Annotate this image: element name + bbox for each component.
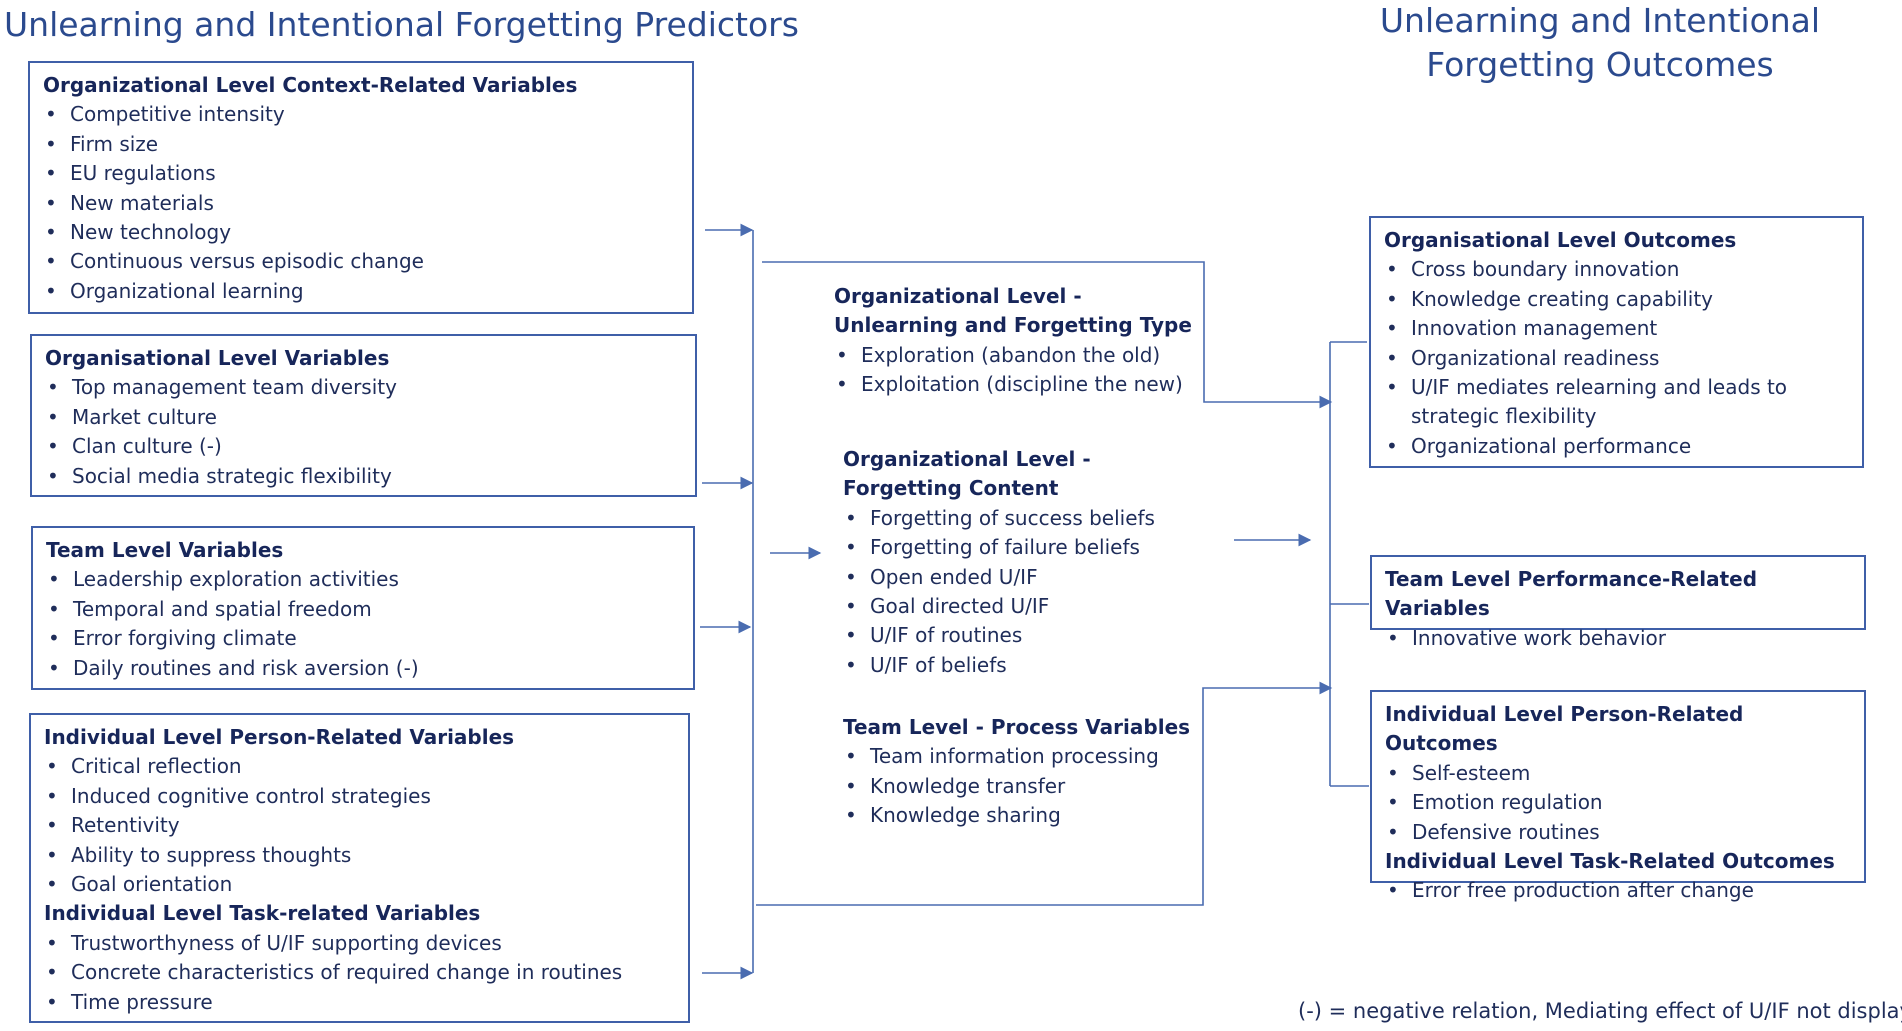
list-item: Induced cognitive control strategies (44, 782, 678, 812)
footnote: (-) = negative relation, Mediating effec… (1298, 999, 1902, 1023)
person-outcomes-list: Self-esteemEmotion regulationDefensive r… (1385, 759, 1854, 848)
list-item: Exploitation (discipline the new) (834, 370, 1204, 400)
forgetting-content-block: Organizational Level - Forgetting Conten… (843, 445, 1203, 681)
list-item: Competitive intensity (43, 100, 682, 130)
list-item: Exploration (abandon the old) (834, 341, 1204, 371)
forgetting-content-list: Forgetting of success beliefsForgetting … (843, 504, 1203, 681)
organisational-outcomes-list: Cross boundary innovationKnowledge creat… (1384, 255, 1852, 461)
list-item: Concrete characteristics of required cha… (44, 958, 678, 988)
block-title: Organizational Level - Forgetting Conten… (843, 447, 1091, 501)
unlearning-type-list: Exploration (abandon the old)Exploitatio… (834, 341, 1204, 400)
list-item: Emotion regulation (1385, 788, 1854, 818)
team-outcomes-list: Innovative work behavior (1385, 624, 1854, 654)
list-item: Organizational performance (1384, 432, 1852, 462)
list-item: Continuous versus episodic change (43, 247, 682, 277)
task-variables-list: Trustworthyness of U/IF supporting devic… (44, 929, 678, 1018)
list-item: Knowledge transfer (843, 772, 1203, 802)
list-item: Cross boundary innovation (1384, 255, 1852, 285)
box-title: Organizational Level Context-Related Var… (43, 73, 578, 97)
list-item: Defensive routines (1385, 818, 1854, 848)
list-item: Knowledge sharing (843, 801, 1203, 831)
context-variables-list: Competitive intensityFirm sizeEU regulat… (43, 100, 682, 306)
list-item: Innovation management (1384, 314, 1852, 344)
process-variables-block: Team Level - Process Variables Team info… (843, 713, 1203, 831)
box-title: Team Level Variables (46, 538, 284, 562)
list-item: Top management team diversity (45, 373, 685, 403)
predictors-heading: Unlearning and Intentional Forgetting Pr… (4, 5, 799, 44)
list-item: Clan culture (-) (45, 432, 685, 462)
block-title: Team Level - Process Variables (843, 715, 1191, 739)
context-variables-box: Organizational Level Context-Related Var… (28, 61, 694, 314)
team-outcomes-box: Team Level Performance-Related Variables… (1370, 555, 1866, 654)
team-variables-list: Leadership exploration activitiesTempora… (46, 565, 683, 683)
person-variables-list: Critical reflectionInduced cognitive con… (44, 752, 678, 899)
list-item: U/IF mediates relearning and leads to st… (1384, 373, 1852, 432)
organisational-variables-box: Organisational Level Variables Top manag… (30, 334, 697, 497)
list-item: Time pressure (44, 988, 678, 1018)
block-title: Organizational Level - Unlearning and Fo… (834, 284, 1192, 338)
box-title: Organisational Level Outcomes (1384, 228, 1737, 252)
middle-top-connector (762, 261, 1333, 409)
list-item: Knowledge creating capability (1384, 285, 1852, 315)
list-item: Trustworthyness of U/IF supporting devic… (44, 929, 678, 959)
organisational-variables-list: Top management team diversityMarket cult… (45, 373, 685, 491)
list-item: Organizational readiness (1384, 344, 1852, 374)
list-item: Temporal and spatial freedom (46, 595, 683, 625)
middle-bottom-connector (756, 681, 1333, 906)
list-item: Retentivity (44, 811, 678, 841)
list-item: Leadership exploration activities (46, 565, 683, 595)
list-item: U/IF of routines (843, 621, 1203, 651)
list-item: Goal directed U/IF (843, 592, 1203, 622)
list-item: Ability to suppress thoughts (44, 841, 678, 871)
list-item: Innovative work behavior (1385, 624, 1854, 654)
individual-variables-box: Individual Level Person-Related Variable… (29, 713, 690, 1023)
list-item: New technology (43, 218, 682, 248)
list-item: Organizational learning (43, 277, 682, 307)
list-item: New materials (43, 189, 682, 219)
list-item: Team information processing (843, 742, 1203, 772)
organisational-outcomes-box: Organisational Level Outcomes Cross boun… (1369, 216, 1864, 468)
list-item: Open ended U/IF (843, 563, 1203, 593)
list-item: Firm size (43, 130, 682, 160)
individual-outcomes-box: Individual Level Person-Related Outcomes… (1370, 690, 1866, 906)
box-title: Individual Level Person-Related Variable… (44, 725, 515, 749)
list-item: Error free production after change (1385, 876, 1854, 906)
task-outcomes-list: Error free production after change (1385, 876, 1854, 906)
list-item: Critical reflection (44, 752, 678, 782)
box-subtitle: Individual Level Task-related Variables (44, 901, 481, 926)
list-item: Forgetting of success beliefs (843, 504, 1203, 534)
list-item: Forgetting of failure beliefs (843, 533, 1203, 563)
box-title: Team Level Performance-Related Variables (1385, 567, 1758, 621)
list-item: EU regulations (43, 159, 682, 189)
process-variables-list: Team information processingKnowledge tra… (843, 742, 1203, 831)
list-item: Error forgiving climate (46, 624, 683, 654)
outcomes-heading: Unlearning and Intentional Forgetting Ou… (1379, 1, 1821, 84)
list-item: Self-esteem (1385, 759, 1854, 789)
list-item: Social media strategic flexibility (45, 462, 685, 492)
list-item: Daily routines and risk aversion (-) (46, 654, 683, 684)
unlearning-type-block: Organizational Level - Unlearning and Fo… (834, 282, 1204, 400)
list-item: Goal orientation (44, 870, 678, 900)
list-item: U/IF of beliefs (843, 651, 1203, 681)
box-title: Individual Level Person-Related Outcomes (1385, 702, 1744, 756)
team-variables-box: Team Level Variables Leadership explorat… (31, 526, 695, 690)
box-title: Organisational Level Variables (45, 346, 390, 370)
box-subtitle: Individual Level Task-Related Outcomes (1385, 849, 1835, 874)
list-item: Market culture (45, 403, 685, 433)
